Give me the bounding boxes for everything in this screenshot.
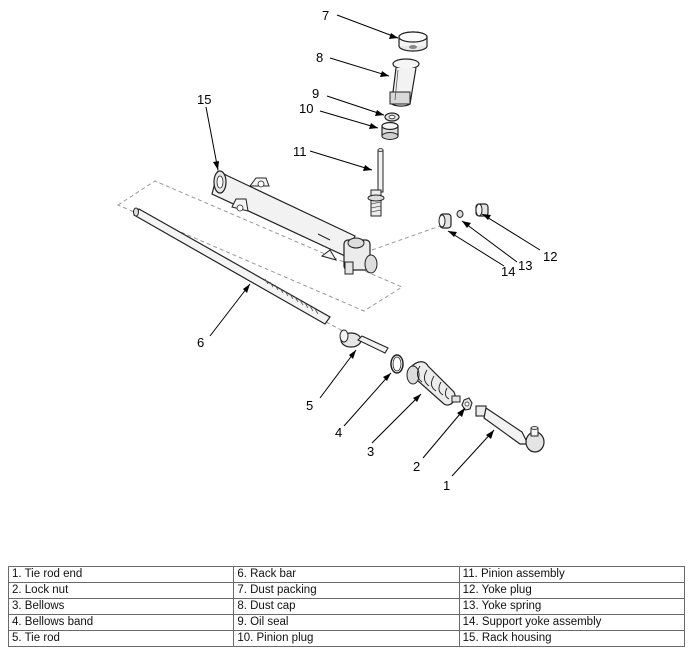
callout-7: 7 (322, 8, 329, 23)
bellows (406, 361, 461, 406)
legend-item: 7. Dust packing (233, 582, 460, 599)
rack-bar (133, 207, 331, 325)
oil-seal (384, 112, 400, 122)
callout-11: 11 (293, 144, 307, 159)
tie-rod-end (475, 405, 545, 453)
tie-rod (339, 329, 389, 354)
dust-cap (389, 58, 420, 107)
callout-1: 1 (443, 478, 450, 493)
callout-9: 9 (312, 86, 319, 101)
legend-item: 2. Lock nut (7, 582, 235, 599)
callout-15: 15 (197, 92, 211, 107)
parts-legend-table: 1. Tie rod end 6. Rack bar 11. Pinion as… (7, 566, 686, 647)
yoke-spring (456, 210, 464, 218)
legend-item: 3. Bellows (7, 598, 235, 615)
legend-item: 5. Tie rod (7, 630, 235, 647)
legend-row: 4. Bellows band 9. Oil seal 14. Support … (7, 614, 686, 631)
leader-arrowheads (213, 33, 494, 439)
legend-row: 2. Lock nut 7. Dust packing 12. Yoke plu… (7, 582, 686, 599)
legend-item: 6. Rack bar (233, 566, 460, 583)
legend-item: 1. Tie rod end (7, 566, 235, 583)
dust-packing (398, 31, 428, 52)
legend-item: 15. Rack housing (458, 630, 686, 647)
pinion-assembly (367, 148, 385, 217)
support-yoke-assembly (438, 213, 452, 229)
pinion-plug (381, 121, 399, 140)
callout-2: 2 (413, 459, 420, 474)
legend-item: 12. Yoke plug (458, 582, 686, 599)
callout-10: 10 (299, 101, 313, 116)
legend-item: 8. Dust cap (233, 598, 460, 615)
yoke-plug (475, 203, 489, 217)
exploded-view-diagram: 7 8 9 10 11 15 6 5 4 3 2 1 12 13 14 (116, 8, 557, 493)
lock-nut (461, 397, 473, 411)
callout-8: 8 (316, 50, 323, 65)
bellows-band (390, 354, 404, 374)
legend-row: 3. Bellows 8. Dust cap 13. Yoke spring (7, 598, 686, 615)
dashed-leader-yoke (371, 225, 441, 251)
rack-housing (211, 170, 378, 275)
callout-5: 5 (306, 398, 313, 413)
legend-item: 10. Pinion plug (233, 630, 460, 647)
legend-row: 5. Tie rod 10. Pinion plug 15. Rack hous… (7, 630, 686, 647)
legend-item: 13. Yoke spring (458, 598, 686, 615)
legend-item: 14. Support yoke assembly (458, 614, 686, 631)
callout-6: 6 (197, 335, 204, 350)
callout-3: 3 (367, 444, 374, 459)
callout-4: 4 (335, 425, 342, 440)
assembly-dashed-outline (116, 180, 404, 312)
callout-14: 14 (501, 264, 515, 279)
leader-lines (205, 14, 541, 477)
callout-12: 12 (543, 249, 557, 264)
legend-row: 1. Tie rod end 6. Rack bar 11. Pinion as… (7, 566, 686, 583)
legend-item: 9. Oil seal (233, 614, 460, 631)
legend-item: 4. Bellows band (7, 614, 235, 631)
callout-13: 13 (518, 258, 532, 273)
legend-item: 11. Pinion assembly (458, 566, 686, 583)
